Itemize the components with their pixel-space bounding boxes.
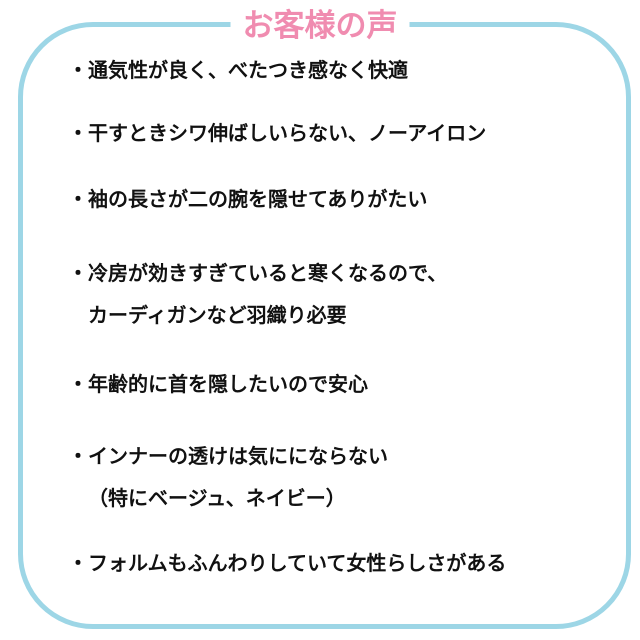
item-text: ・袖の長さが二の腕を隠せてありがたい [68,187,428,211]
list-item: ・干すときシワ伸ばしいらない、ノーアイロン [68,112,486,154]
list-item: ・フォルムもふんわりしていて女性らしさがある [68,542,506,584]
list-item: ・インナーの透けは気ににならない （特にベージュ、ネイビー） [68,435,388,519]
item-text-continued: （特にベージュ、ネイビー） [88,486,346,510]
list-item: ・袖の長さが二の腕を隠せてありがたい [68,178,427,220]
list-item: ・冷房が効きすぎていると寒くなるので、カーディガンなど羽織り必要 [68,252,447,336]
list-item: ・年齢的に首を隠したいので安心 [68,363,368,405]
item-text: ・冷房が効きすぎていると寒くなるので、 [68,261,448,285]
section-title: お客様の声 [230,6,410,46]
list-item: ・通気性が良く、べたつき感なく快適 [68,49,408,91]
item-text: ・フォルムもふんわりしていて女性らしさがある [68,551,507,575]
item-text: ・年齢的に首を隠したいので安心 [68,372,368,396]
item-text: ・インナーの透けは気ににならない [68,444,388,468]
item-text-continued: カーディガンなど羽織り必要 [88,303,347,327]
item-text: ・通気性が良く、べたつき感なく快適 [68,58,408,82]
item-text: ・干すときシワ伸ばしいらない、ノーアイロン [68,121,487,145]
